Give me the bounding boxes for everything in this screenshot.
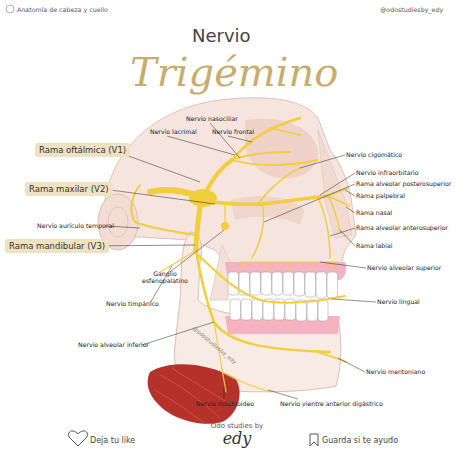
nerve-label: Nervio nasociliar [186,115,238,122]
nerve-label: Nervio lacrimal [150,128,197,135]
ganglion-label: Ganglio esfenopalatino [140,270,190,284]
footer-text: Odo studies by [211,422,263,430]
branch-label: Rama mandibular (V3) [9,241,105,251]
nerve-label: Nervio vientre anterior digástrico [280,400,383,407]
nerve-label: Rama palpebral [356,192,405,199]
nerve-label: Nervio lingual [377,298,420,305]
nerve-label: Nervio milohioideo [196,400,254,407]
header-handle: @odostudiesby_edy [380,6,443,13]
nerve-label: Nervio timpánico [106,300,159,307]
nerve-label: Rama labial [356,242,392,249]
branch-box: Rama mandibular (V3) [5,239,109,253]
diagram-title: Nervio Trigémino [130,6,260,94]
nerve-label: Nervio frontal [212,128,254,135]
nerve-label: Rama alveolar anterosuperior [356,224,448,231]
nerve-label: Nervio infraorbitario [356,169,419,176]
footer-text: Deja tu like [90,436,135,445]
nerve-label: Nervio mentoniano [366,368,425,375]
nerve-label: Nervio cigomático [346,151,402,158]
footer-text: Guarda si te ayudo [322,436,398,445]
nerve-label: Nervio alveolar inferior [78,341,149,348]
branch-label: Rama oftálmica (V1) [39,145,126,155]
branch-label: Rama maxilar (V2) [29,184,109,194]
branch-box: Rama maxilar (V2) [25,182,113,196]
nerve-label: Nervio alveolar superior [367,264,441,271]
nerve-label: Rama nasal [356,209,392,216]
branch-box: Rama oftálmica (V1) [35,143,130,157]
header-text: Anatomía de cabeza y cuello [17,6,108,13]
nerve-label: Rama alveolar posterosuperior [356,180,451,187]
footer-signature: edy [223,430,252,448]
nerve-label: Nervio aurículo temporal [37,222,114,229]
